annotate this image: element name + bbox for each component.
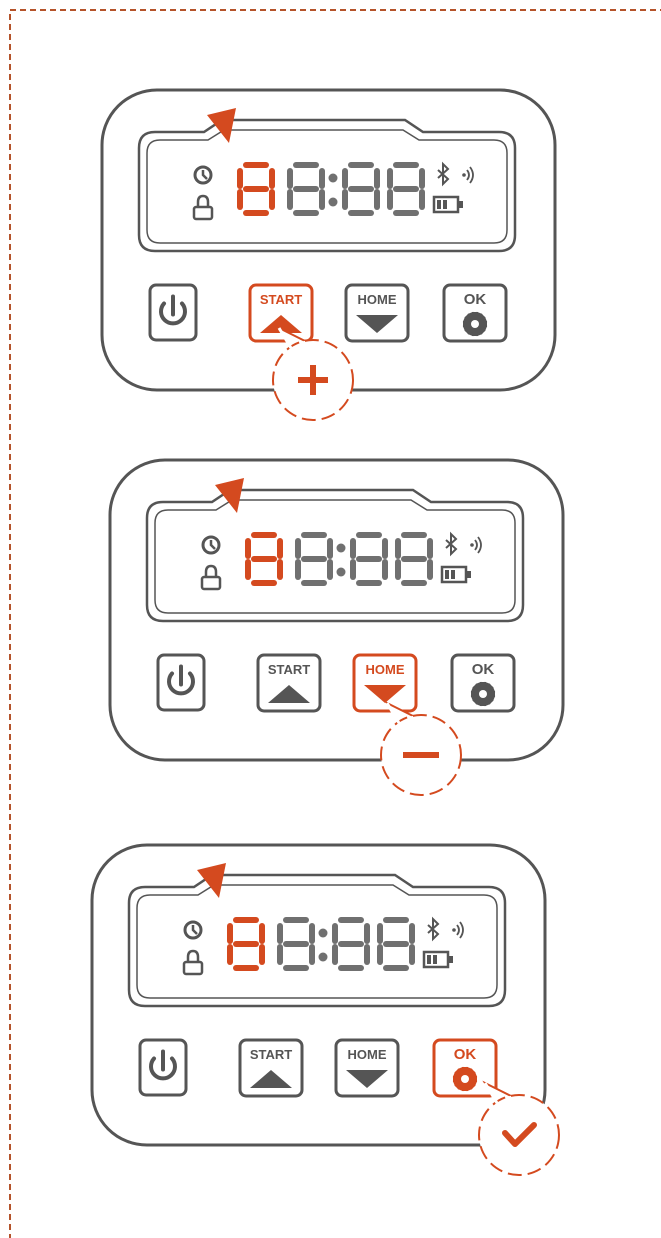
gear-icon xyxy=(452,1066,478,1092)
time-colon xyxy=(328,173,338,207)
power-button[interactable] xyxy=(148,283,198,342)
lock-icon xyxy=(192,194,214,221)
display-inner xyxy=(154,499,516,614)
display-inner xyxy=(146,129,508,244)
start-button[interactable]: START xyxy=(248,283,314,343)
ok-button[interactable]: OK xyxy=(442,283,508,343)
remote-panel-decrease: START HOME OK xyxy=(108,458,565,762)
bluetooth-icon xyxy=(427,916,440,942)
display-bezel xyxy=(145,488,525,623)
ok-button[interactable]: OK xyxy=(450,653,516,713)
digit-2 xyxy=(277,917,315,971)
power-button[interactable] xyxy=(156,653,206,712)
gear-icon xyxy=(470,681,496,707)
time-colon xyxy=(336,543,346,577)
remote-panel-increase: START HOME OK xyxy=(100,88,557,392)
start-button-frame[interactable] xyxy=(238,1038,304,1098)
digit-4 xyxy=(377,917,415,971)
ok-button-label: OK xyxy=(454,1046,477,1063)
home-button[interactable]: HOME xyxy=(344,283,410,343)
bluetooth-icon xyxy=(445,531,458,557)
signal-icon xyxy=(452,921,464,939)
digit-1 xyxy=(227,917,265,971)
start-button-frame[interactable] xyxy=(256,653,322,713)
triangle-down-icon xyxy=(346,1070,388,1088)
device-body xyxy=(108,458,565,762)
power-icon xyxy=(167,664,195,696)
digit-1 xyxy=(237,162,275,216)
callout-bubble xyxy=(478,1080,560,1176)
battery-icon xyxy=(422,950,453,969)
digit-2 xyxy=(295,532,333,586)
digit-3 xyxy=(332,917,370,971)
clock-icon xyxy=(193,165,213,185)
home-button-label: HOME xyxy=(358,292,397,307)
digit-2 xyxy=(287,162,325,216)
battery-icon xyxy=(432,195,463,214)
dashed-page-border xyxy=(9,9,661,1238)
ok-button-label: OK xyxy=(464,291,487,308)
ok-button-label: OK xyxy=(472,661,495,678)
start-button[interactable]: START xyxy=(256,653,322,713)
triangle-up-icon xyxy=(268,685,310,703)
digit-4 xyxy=(387,162,425,216)
time-colon xyxy=(318,928,328,962)
lock-icon xyxy=(182,949,204,976)
home-button[interactable]: HOME xyxy=(352,653,418,713)
callout-bubble xyxy=(380,700,462,796)
callout-circle xyxy=(478,1094,560,1176)
clock-icon xyxy=(201,535,221,555)
display-inner xyxy=(136,884,498,999)
clock-icon xyxy=(183,920,203,940)
battery-icon xyxy=(440,565,471,584)
home-button-frame[interactable] xyxy=(352,653,418,713)
triangle-up-icon xyxy=(250,1070,292,1088)
digit-3 xyxy=(350,532,388,586)
home-button-frame[interactable] xyxy=(334,1038,400,1098)
bluetooth-icon xyxy=(437,161,450,187)
home-button-label: HOME xyxy=(366,662,405,677)
home-button[interactable]: HOME xyxy=(334,1038,400,1098)
power-icon xyxy=(159,294,187,326)
start-button-frame[interactable] xyxy=(248,283,314,343)
triangle-up-icon xyxy=(260,315,302,333)
power-button[interactable] xyxy=(138,1038,188,1097)
triangle-down-icon xyxy=(364,685,406,703)
checkmark-icon xyxy=(502,1122,537,1147)
callout-bubble xyxy=(272,325,354,421)
digit-1 xyxy=(245,532,283,586)
ok-button[interactable]: OK xyxy=(432,1038,498,1098)
home-button-label: HOME xyxy=(348,1047,387,1062)
start-button-label: START xyxy=(268,662,310,677)
gear-icon xyxy=(462,311,488,337)
power-icon xyxy=(149,1049,177,1081)
start-button-label: START xyxy=(250,1047,292,1062)
display-bezel xyxy=(127,873,507,1008)
digit-4 xyxy=(395,532,433,586)
plus-icon xyxy=(298,365,328,395)
display-bezel xyxy=(137,118,517,253)
pointer-arrow-icon xyxy=(207,108,236,143)
panels: START HOME OK START HOME OK START HOME OK xyxy=(90,88,565,1176)
signal-icon xyxy=(462,166,474,184)
start-button-label: START xyxy=(260,292,302,307)
remote-panel-confirm: START HOME OK xyxy=(90,843,547,1147)
digit-3 xyxy=(342,162,380,216)
home-button-frame[interactable] xyxy=(344,283,410,343)
signal-icon xyxy=(470,536,482,554)
pointer-arrow-icon xyxy=(215,478,244,513)
device-body xyxy=(90,843,547,1147)
start-button[interactable]: START xyxy=(238,1038,304,1098)
triangle-down-icon xyxy=(356,315,398,333)
pointer-arrow-icon xyxy=(197,863,226,898)
lock-icon xyxy=(200,564,222,591)
